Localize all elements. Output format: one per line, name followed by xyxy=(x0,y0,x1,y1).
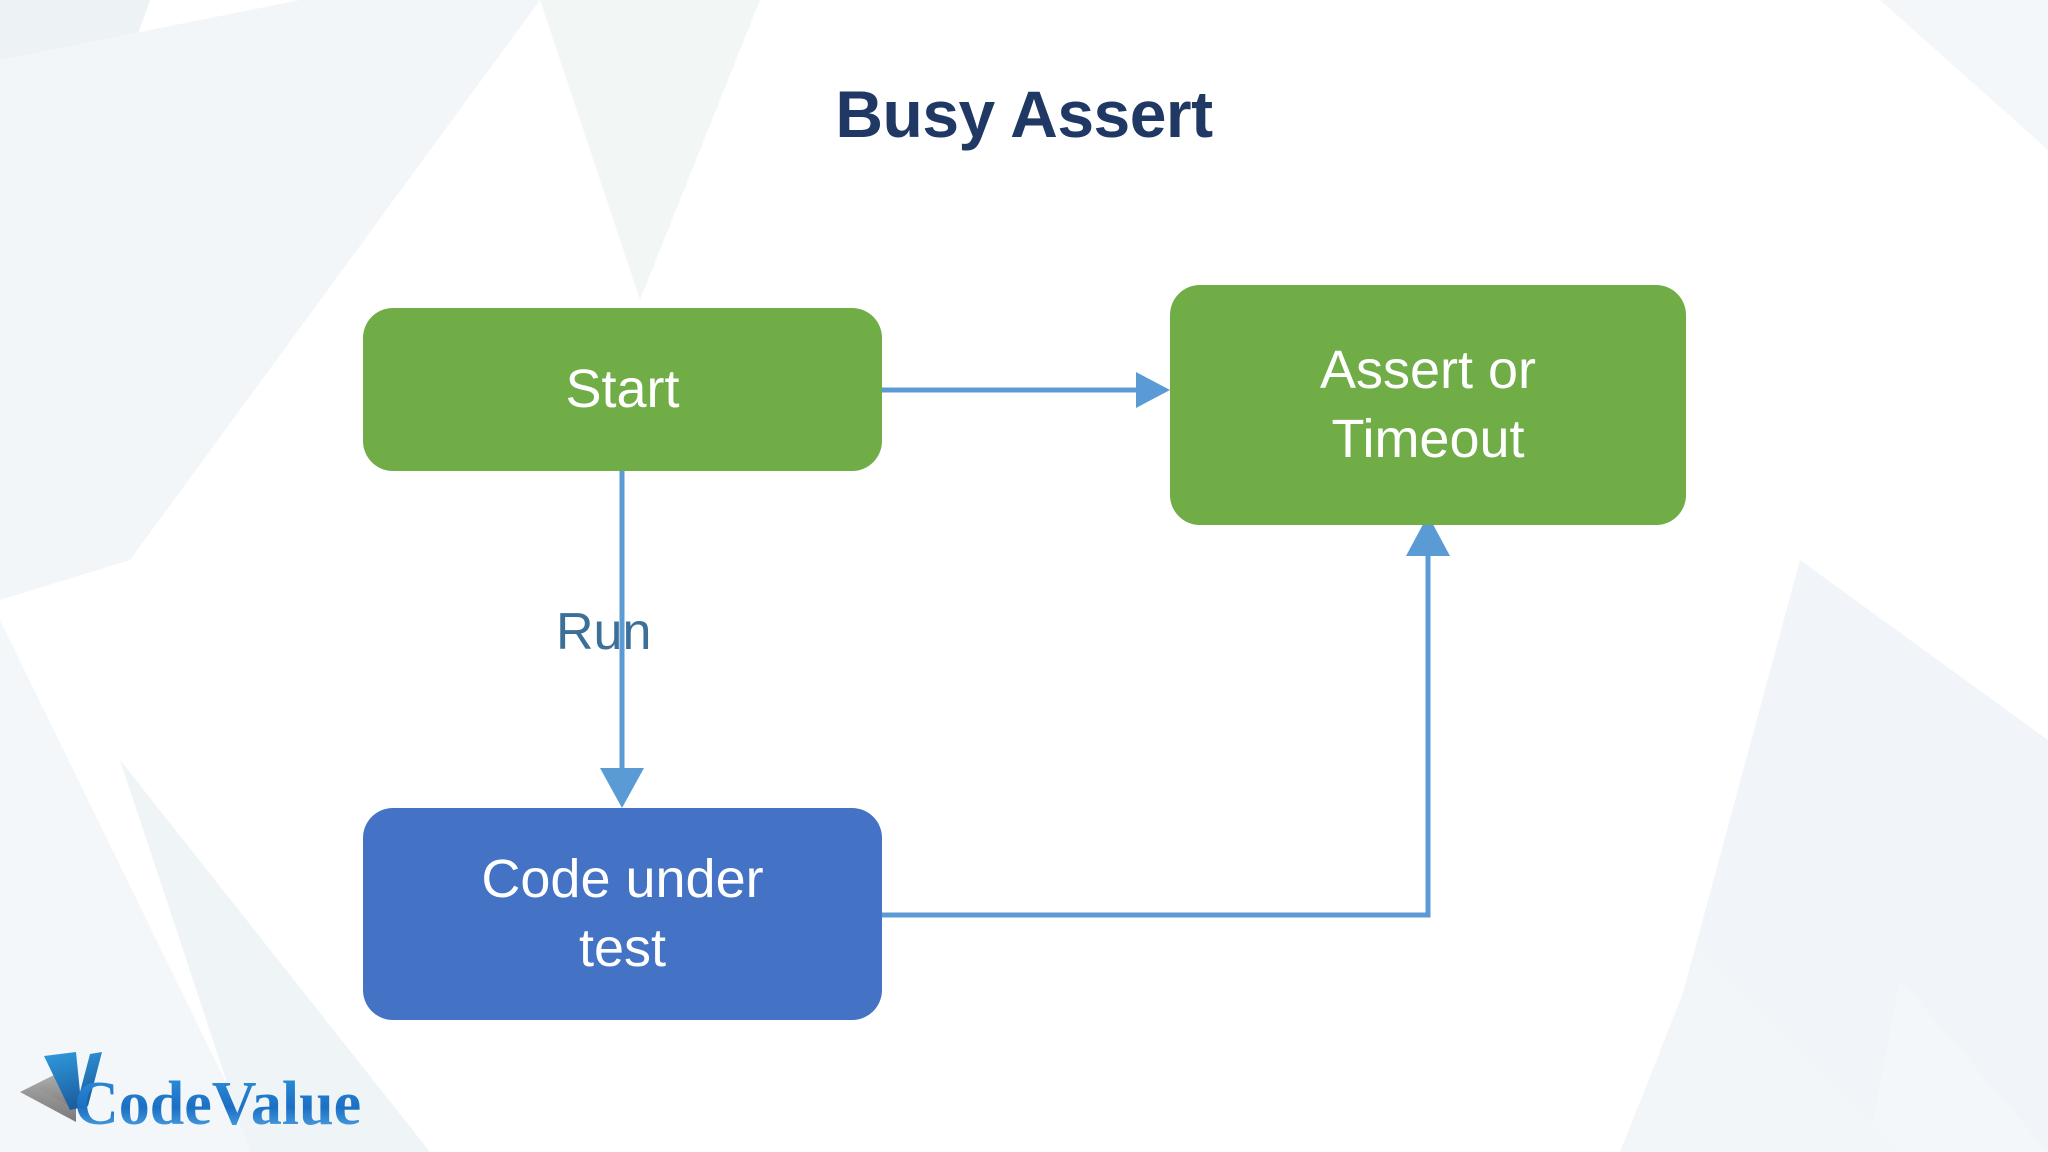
flow-node-code-under-test-label: Code under test xyxy=(481,848,764,978)
codevalue-logo-graphic: CodeValue xyxy=(20,1052,361,1138)
edge-start-to-assert xyxy=(882,372,1170,408)
bg-shape-bottom-right-b xyxy=(1700,980,2048,1152)
logo-wordmark: CodeValue xyxy=(74,1070,361,1138)
flow-node-assert-or-timeout-label: Assert or Timeout xyxy=(1319,339,1537,469)
arrowhead-icon xyxy=(1136,372,1170,408)
flow-node-start-label: Start xyxy=(565,358,680,419)
bg-shape-top-left-a xyxy=(0,0,150,420)
flow-node-start[interactable]: Start xyxy=(363,308,882,471)
flow-node-code-under-test[interactable]: Code under test xyxy=(363,808,882,1020)
edge-code-to-assert xyxy=(882,515,1450,918)
codevalue-logo: CodeValue xyxy=(18,1048,368,1144)
edge-label-run: Run xyxy=(556,603,652,661)
bg-shape-bottom-right-a xyxy=(1640,560,2048,1152)
bg-shape-bottom-right-c xyxy=(1620,950,1900,1152)
page-title: Busy Assert xyxy=(835,77,1213,151)
arrowhead-icon xyxy=(600,768,644,808)
flow-node-assert-or-timeout[interactable]: Assert or Timeout xyxy=(1170,285,1686,525)
